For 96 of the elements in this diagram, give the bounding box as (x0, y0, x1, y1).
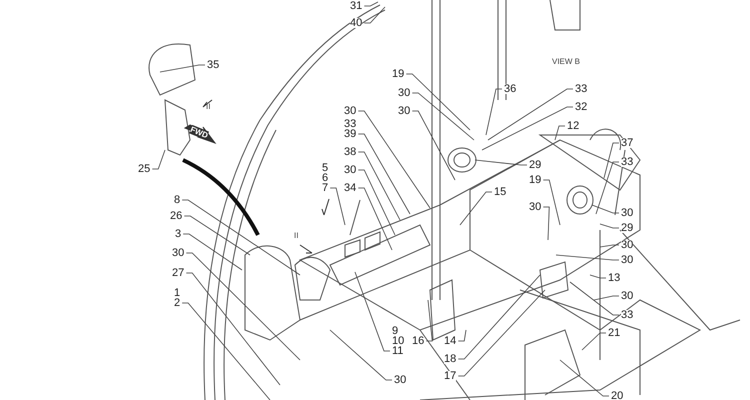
leader-line (600, 224, 620, 228)
callout-number: 3 (175, 229, 182, 239)
callout-number: 30 (344, 106, 356, 116)
leader-line (590, 274, 606, 278)
leader-line (556, 254, 620, 260)
leader-line (182, 234, 242, 270)
callout-number: 33 (575, 84, 588, 94)
callout-number: 16 (412, 336, 424, 346)
leader-line (412, 92, 474, 140)
leader-line (412, 110, 456, 180)
callout-number: 30 (172, 248, 184, 258)
callout-number: 35 (207, 60, 220, 70)
leader-line (458, 290, 546, 376)
leader-line (458, 274, 540, 360)
callout-number: 32 (575, 102, 588, 112)
leader-line (582, 332, 606, 350)
leader-line (542, 180, 560, 226)
leader-line (486, 88, 502, 136)
callout-number: 6 (322, 173, 328, 183)
leader-line (358, 110, 430, 208)
callout-number: 15 (494, 187, 506, 197)
leader-line (330, 188, 346, 226)
callout-number: 14 (444, 336, 456, 346)
callout-number: 7 (322, 183, 328, 193)
leader-line (186, 272, 280, 386)
callout-number: 37 (621, 138, 634, 148)
callout-number: 36 (504, 84, 516, 94)
callout-number: 33 (621, 310, 634, 320)
view-marker: II (294, 231, 298, 240)
leader-line (474, 160, 528, 166)
leader-line (482, 106, 574, 150)
callout-number: 30 (398, 106, 410, 116)
callout-number: 30 (394, 375, 406, 385)
callout-number: 26 (170, 211, 182, 221)
leader-line (570, 282, 620, 316)
callout-number: 10 (392, 336, 404, 346)
leader-line (488, 88, 574, 140)
leader-line (460, 192, 492, 226)
callout-number: 30 (621, 240, 634, 250)
leader-line (596, 162, 620, 214)
leader-line (330, 330, 392, 380)
leader-line (406, 74, 470, 130)
leader-line (160, 64, 206, 72)
callout-number: 12 (567, 121, 580, 131)
leader-line (358, 170, 396, 236)
leader-line (184, 216, 250, 256)
callout-number: 30 (621, 208, 634, 218)
callout-number: 29 (621, 223, 634, 233)
callout-number: 31 (350, 1, 362, 11)
leader-line (458, 330, 466, 342)
callout-number: 38 (344, 147, 356, 157)
callout-number: 25 (138, 164, 150, 174)
leader-line (358, 188, 392, 250)
callout-number: 30 (529, 202, 542, 212)
callout-number: 30 (398, 88, 410, 98)
callout-number: 29 (529, 160, 542, 170)
callout-number: 39 (344, 129, 356, 139)
callout-number: 5 (322, 163, 328, 173)
leader-line (542, 206, 550, 240)
callout-number: 20 (611, 391, 624, 400)
callout-number: 30 (344, 165, 356, 175)
leader-line (358, 134, 410, 214)
callout-number: 18 (444, 354, 456, 364)
callout-number: 8 (174, 195, 180, 205)
callout-number: 27 (172, 268, 184, 278)
callout-number: 1 (174, 288, 180, 298)
leader-line (182, 302, 270, 400)
callout-number: 19 (392, 69, 404, 79)
leader-line (426, 300, 433, 342)
callout-number: 40 (350, 18, 362, 28)
callout-number: 30 (621, 291, 634, 301)
view-marker: II (206, 102, 210, 111)
leader-line (364, 2, 378, 6)
callout-number: 30 (621, 255, 634, 265)
leader-line (604, 142, 620, 178)
leader-line (600, 244, 620, 248)
leader-line (182, 200, 300, 276)
callout-number: 11 (392, 346, 404, 356)
leader-line (560, 360, 610, 396)
callout-number: 33 (344, 119, 356, 129)
view-title: VIEW B (552, 57, 580, 66)
callout-number: 21 (608, 328, 620, 338)
leader-line (364, 6, 386, 24)
callout-number: 2 (174, 298, 180, 308)
callout-number: 33 (621, 157, 634, 167)
callout-number: 13 (608, 273, 620, 283)
leader-line (152, 150, 166, 170)
leader-line (186, 252, 300, 360)
callout-number: 19 (529, 175, 542, 185)
leader-line (554, 126, 566, 140)
leader-line (594, 296, 620, 300)
callout-number: 34 (344, 183, 356, 193)
callout-number: 17 (444, 371, 456, 381)
leader-line (592, 204, 620, 214)
leader-line (354, 272, 390, 352)
leader-line (358, 152, 400, 220)
